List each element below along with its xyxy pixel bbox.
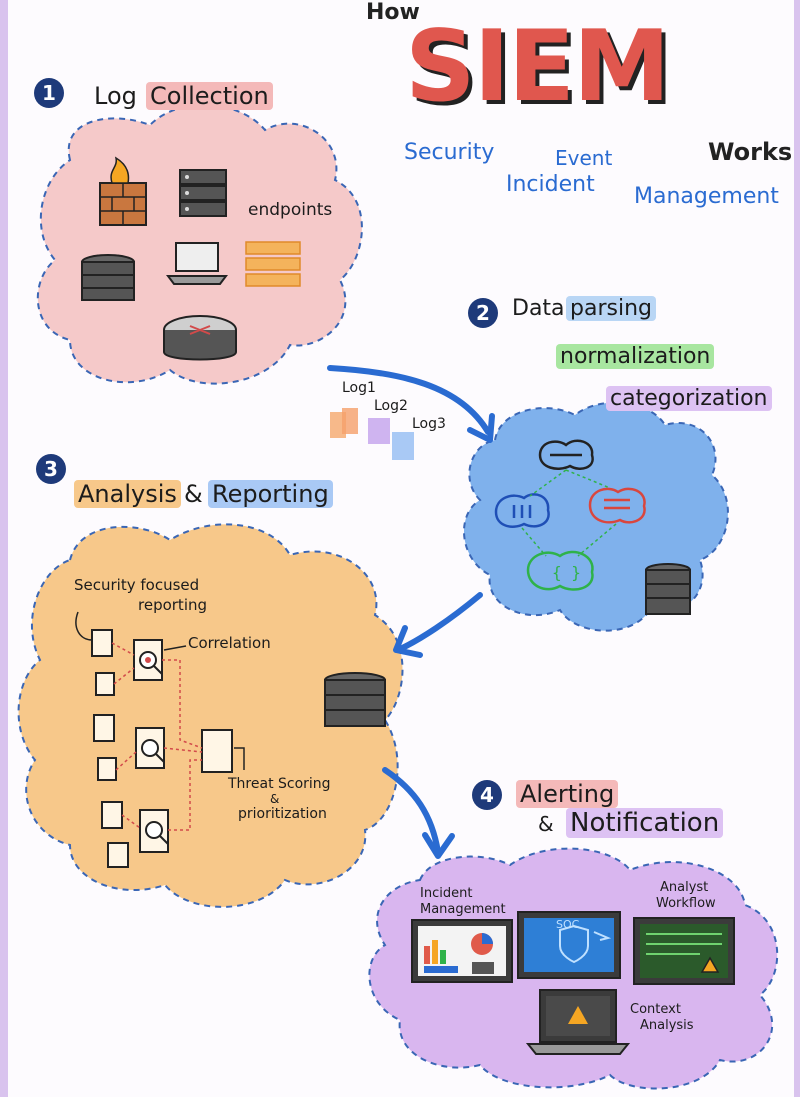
endpoints-label: endpoints — [248, 200, 333, 220]
security-focused-label: Security focused — [74, 576, 200, 594]
parsing-database-icon — [645, 563, 691, 615]
step-3-title-amp: & — [184, 480, 203, 508]
step-1-title-highlight: Collection — [146, 82, 273, 110]
security-label: Security — [404, 140, 495, 165]
step-4-badge: 4 — [472, 780, 502, 810]
svg-text:{ }: { } — [552, 563, 581, 582]
context-analysis-label-1: Context — [630, 1002, 681, 1017]
monitor-soc — [517, 911, 621, 979]
step-4-title-notification: Notification — [566, 808, 724, 838]
right-frame-border — [794, 0, 800, 1097]
prioritization-label: prioritization — [238, 806, 327, 822]
parsing-connectors — [521, 469, 617, 557]
step-4-title-amp: & — [538, 812, 554, 836]
step-1-badge: 1 — [34, 78, 64, 108]
log1-label: Log1 — [342, 380, 376, 396]
log2-label: Log2 — [374, 398, 408, 414]
incident-management-label-1: Incident — [420, 886, 473, 901]
event-label: Event — [555, 146, 613, 170]
analysis-database-icon — [324, 672, 386, 727]
step-3-title-analysis: Analysis — [74, 480, 181, 508]
parsing-node-dark — [538, 439, 594, 470]
log2-card — [368, 418, 390, 444]
step-1-title-plain: Log — [94, 82, 137, 110]
threat-pointer — [234, 747, 245, 770]
analyst-workflow-label-2: Workflow — [656, 896, 716, 911]
monitor-incident-management — [411, 919, 513, 983]
arrow-head-1 — [467, 413, 495, 443]
incident-label: Incident — [506, 172, 595, 197]
step-2-badge: 2 — [468, 298, 498, 328]
monitor-analyst-workflow — [633, 917, 735, 985]
log3-card — [392, 432, 414, 460]
siem-title: SIEM — [405, 10, 671, 124]
log1-card-b — [342, 408, 358, 434]
server-rack-icon — [179, 169, 227, 217]
arrow-head-2 — [393, 625, 423, 658]
arrow-head-3 — [422, 832, 455, 859]
left-frame-border — [0, 0, 8, 1097]
log3-label: Log3 — [412, 416, 446, 432]
analyst-workflow-label-1: Analyst — [660, 880, 709, 895]
correlation-marker — [145, 657, 151, 663]
step-2-title-highlight: parsing — [566, 296, 656, 321]
switch-stack-icon — [245, 241, 301, 287]
management-label: Management — [634, 184, 779, 209]
step-3-title-reporting: Reporting — [208, 480, 333, 508]
laptop-context-analysis — [525, 989, 631, 1055]
firewall-icon — [99, 156, 147, 226]
database-icon — [81, 254, 135, 301]
arrow-parsing-to-analysis — [395, 592, 483, 653]
soc-label: SOC — [556, 918, 580, 931]
normalization-label: normalization — [556, 344, 715, 369]
parsing-node-red — [588, 487, 646, 524]
step-3-badge: 3 — [36, 454, 66, 484]
works-label: Works — [708, 138, 793, 166]
correlation-label: Correlation — [188, 634, 271, 652]
threat-scoring-label: Threat Scoring — [228, 776, 331, 792]
threat-scoring-amp: & — [270, 792, 280, 806]
reporting-label: reporting — [138, 596, 208, 614]
step-4-title-alerting: Alerting — [516, 780, 619, 808]
incident-management-label-2: Management — [420, 902, 506, 917]
report-documents — [91, 629, 233, 868]
router-icon — [163, 315, 237, 361]
arrow-collection-to-parsing — [327, 365, 491, 435]
reporting-pointer — [75, 611, 93, 641]
correlation-pointer — [163, 645, 187, 651]
categorization-label: categorization — [606, 386, 772, 411]
parsing-node-green: { } — [526, 550, 594, 591]
how-label: How — [366, 0, 420, 25]
context-analysis-label-2: Analysis — [640, 1018, 694, 1033]
step-2-title-plain: Data — [512, 296, 565, 321]
parsing-node-blue — [494, 493, 550, 528]
laptop-icon — [166, 242, 228, 285]
analysis-connectors — [111, 642, 203, 831]
arrow-analysis-to-alerting — [382, 767, 441, 855]
